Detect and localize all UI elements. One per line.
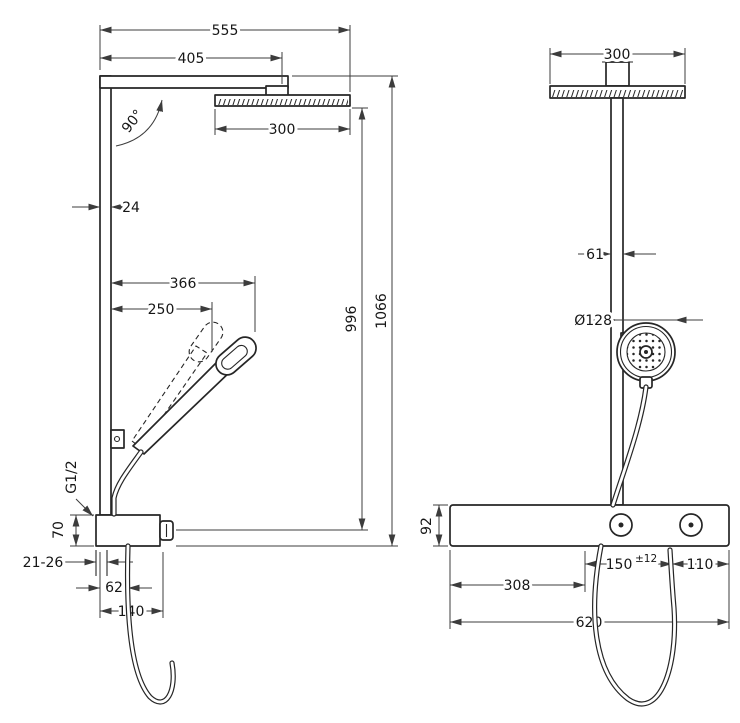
dim-70: 70 bbox=[48, 514, 94, 547]
dim-92: 92 bbox=[416, 504, 448, 547]
dim-308: 308 bbox=[450, 575, 585, 597]
dim-24-label: 24 bbox=[122, 200, 140, 216]
dim-366-label: 366 bbox=[170, 276, 197, 292]
dim-110: 110 bbox=[672, 554, 729, 576]
dim-300-left-label: 300 bbox=[269, 122, 296, 138]
hose-loop-left-inner bbox=[126, 544, 175, 704]
hand-shower-side bbox=[132, 336, 257, 455]
hose-loop-left bbox=[124, 543, 176, 705]
shower-arm-side bbox=[99, 75, 289, 89]
dim-61: 61 bbox=[578, 244, 656, 266]
thermostat-unit-side bbox=[95, 514, 161, 547]
dim-92-label: 92 bbox=[419, 517, 435, 535]
dim-62: 62 bbox=[76, 552, 152, 618]
handshower-hose-upper-left-inner bbox=[112, 450, 143, 516]
handshower-hose-upper-right-inner bbox=[611, 385, 648, 507]
left-view-dimensions: 555 405 300 90° 24 366 bbox=[20, 20, 398, 623]
right-front-view bbox=[449, 61, 730, 547]
dim-405-label: 405 bbox=[178, 51, 205, 67]
dim-1066-label: 1066 bbox=[374, 293, 390, 329]
dim-61-label: 61 bbox=[586, 247, 604, 263]
dim-angle-90: 90° bbox=[115, 99, 163, 147]
dim-d128: Ø128 bbox=[571, 310, 703, 332]
thermostat-shelf-front bbox=[449, 504, 730, 547]
dim-996-label: 996 bbox=[344, 306, 360, 333]
shower-hoses bbox=[111, 384, 678, 707]
shelf-knob-left bbox=[609, 513, 633, 537]
overhead-spray-face-side bbox=[217, 99, 348, 105]
dim-366: 366 bbox=[111, 273, 256, 332]
dim-620-label: 620 bbox=[576, 615, 603, 631]
dim-308-label: 308 bbox=[504, 578, 531, 594]
dim-996: 996 bbox=[176, 107, 368, 531]
dim-1066: 1066 bbox=[176, 75, 398, 547]
dim-555-label: 555 bbox=[212, 23, 239, 39]
dim-620: 620 bbox=[450, 612, 729, 634]
dim-300-right: 300 bbox=[549, 44, 686, 84]
dim-250-label: 250 bbox=[148, 302, 175, 318]
dim-24: 24 bbox=[72, 197, 143, 219]
shelf-knob-right bbox=[679, 513, 703, 537]
dim-thread: G1/2 bbox=[61, 457, 94, 517]
dim-21-26-label: 21-26 bbox=[23, 555, 64, 571]
handshower-hose-upper-left bbox=[111, 449, 144, 517]
hose-loop-right-inner bbox=[593, 544, 676, 706]
dim-70-label: 70 bbox=[51, 521, 67, 539]
holder-screw bbox=[113, 435, 121, 443]
dim-300-right-label: 300 bbox=[604, 47, 631, 63]
angle-90-label: 90° bbox=[119, 107, 147, 136]
left-side-view bbox=[95, 75, 351, 576]
shower-arm-front bbox=[605, 61, 630, 87]
dim-21-26: 21-26 bbox=[20, 552, 133, 574]
dim-150-tolerance-label: ±12 bbox=[635, 553, 657, 565]
handshower-holder bbox=[110, 429, 125, 449]
hand-shower-alt-position bbox=[131, 321, 224, 449]
hand-shower-front bbox=[616, 322, 676, 382]
wall-bar-side bbox=[99, 75, 112, 516]
dim-250: 250 bbox=[111, 299, 213, 352]
dim-62-label: 62 bbox=[105, 580, 123, 596]
dim-300-left: 300 bbox=[214, 109, 351, 141]
dim-405: 405 bbox=[100, 48, 283, 84]
riser-pipe-front bbox=[610, 97, 624, 506]
thread-label: G1/2 bbox=[64, 460, 80, 493]
dim-110-label: 110 bbox=[687, 557, 714, 573]
dim-555: 555 bbox=[99, 20, 351, 92]
overhead-spray-face-front bbox=[552, 90, 683, 97]
dim-d128-label: Ø128 bbox=[574, 313, 612, 329]
dim-150-label: 150 bbox=[606, 557, 633, 573]
